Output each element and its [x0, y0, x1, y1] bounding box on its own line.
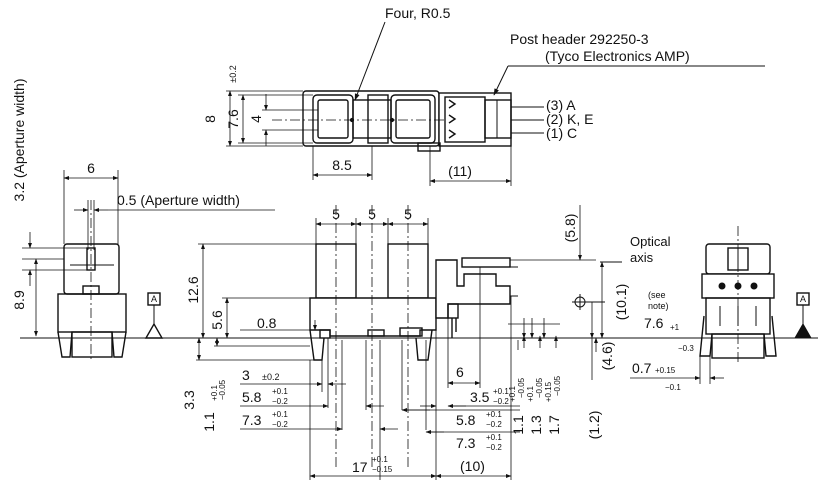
pin-2-label: (2) K, E — [546, 111, 593, 127]
top-dim-4: 4 — [248, 115, 264, 123]
front-right-dimensions: (5.8) Optical axis (10.1) (see note) 7.6… — [510, 205, 694, 439]
top-dim-8: 8 — [202, 115, 218, 123]
front-dim-0-8: 0.8 — [257, 315, 277, 331]
front-dim-7-3-right-tol-upper: +0.1 — [486, 433, 502, 442]
right-view: A 0.7 +0.15 −0.1 — [630, 226, 812, 392]
side-datum-label: A — [151, 294, 157, 304]
front-dim-7-3-left-tol-upper: +0.1 — [272, 410, 288, 419]
pin-dim-1-1-tol-upper: +0.1 — [508, 386, 517, 402]
front-dim-1-1: 1.1 — [201, 412, 217, 432]
front-dim-3-tol: ±0.2 — [262, 372, 279, 382]
front-dim-7-3-right: 7.3 — [456, 435, 476, 451]
top-view-outline — [302, 90, 544, 152]
front-dim-7-3-left: 7.3 — [242, 412, 262, 428]
front-bottom-right-dimensions: 6 3.5 +0.1 −0.2 5.8 +0.1 −0.2 7.3 +0.1 −… — [309, 267, 520, 480]
front-dim-5-6: 5.6 — [209, 310, 225, 330]
fillet-note: Four, R0.5 — [385, 5, 451, 21]
right-dim-0-7-tol-upper: +0.15 — [655, 366, 676, 375]
top-dim-7-6: 7.6 — [225, 109, 241, 129]
pin-dim-1-3-tol-lower: −0.05 — [535, 377, 544, 398]
front-dim-3: 3 — [242, 367, 250, 383]
pin-dim-1-7: 1.7 — [546, 415, 562, 435]
front-dim-7-3-left-tol-lower: −0.2 — [272, 420, 288, 429]
header-note-line1: Post header 292250-3 — [510, 31, 649, 47]
front-view-outline — [309, 243, 518, 361]
front-dim-10-1: (10.1) — [613, 284, 629, 321]
front-dim-5-8-right: 5.8 — [456, 412, 476, 428]
pin-dim-1-3-tol-upper: +0.1 — [526, 386, 535, 402]
top-tol-0-2: ±0.2 — [228, 65, 238, 82]
front-dim-7-6-tol-upper: +1 — [670, 323, 680, 332]
front-dim-7-3-right-tol-lower: −0.2 — [486, 443, 502, 452]
front-dim-3-5-tol-lower: −0.2 — [493, 397, 509, 406]
front-dim-3-3: 3.3 — [181, 390, 197, 410]
top-dim-11: (11) — [448, 163, 472, 179]
front-dim-5-b: 5 — [368, 206, 376, 222]
pin-dim-1-1: 1.1 — [510, 415, 526, 435]
top-view: 8 7.6 4 ±0.2 8.5 (11) Four, R0.5 Post he… — [202, 5, 765, 186]
front-view: 5 5 5 12.6 5.6 0.8 3.3 1.1 +0.1 −0.05 — [181, 205, 694, 480]
front-dim-17-tol-upper: +0.1 — [372, 455, 388, 464]
front-dim-6-right: 6 — [456, 364, 464, 380]
optical-axis-label-1: Optical — [630, 234, 671, 249]
front-dim-17-tol-lower: −0.15 — [372, 465, 393, 474]
front-dim-3-5: 3.5 — [470, 389, 490, 405]
side-view: 6 0.5 (Aperture width) 3.2 (Aperture wid… — [11, 79, 275, 360]
side-dim-8-9: 8.9 — [11, 290, 27, 310]
top-callouts: Four, R0.5 Post header 292250-3 (Tyco El… — [354, 5, 765, 141]
right-datum-label: A — [800, 294, 806, 304]
pin-dim-1-1-tol-lower: −0.05 — [517, 377, 526, 398]
front-dim-4-6: (4.6) — [599, 342, 615, 371]
front-dim-5-8-right-tol-upper: +0.1 — [486, 410, 502, 419]
front-dim-7-6: 7.6 — [644, 315, 664, 331]
front-pin-dimensions: 1.1 +0.1 −0.05 1.3 +0.1 −0.05 1.7 +0.15 … — [508, 318, 562, 435]
front-dim-17: 17 — [352, 459, 368, 475]
pin-dim-1-7-tol-lower: −0.05 — [553, 375, 562, 396]
optical-axis-label-2: axis — [630, 250, 654, 265]
front-dim-5-8-right-tol-lower: −0.2 — [486, 420, 502, 429]
front-dim-5-8-left-tol-upper: +0.1 — [272, 387, 288, 396]
front-dim-5-8-left: 5.8 — [242, 389, 262, 405]
front-dim-5-8-left-tol-lower: −0.2 — [272, 397, 288, 406]
top-dim-8-5: 8.5 — [332, 157, 352, 173]
front-dim-7-6-tol-lower: −0.3 — [678, 344, 694, 353]
see-note-2: note) — [648, 301, 669, 311]
side-aperture-0-5: 0.5 (Aperture width) — [117, 192, 240, 208]
front-bottom-left-dimensions: 3 ±0.2 5.8 +0.1 −0.2 7.3 +0.1 −0.2 — [240, 338, 398, 480]
front-dim-5-c: 5 — [404, 206, 412, 222]
front-dim-3-5-tol-upper: +0.1 — [493, 387, 509, 396]
front-top-dimensions: 5 5 5 — [315, 206, 429, 244]
top-dimensions: 8 7.6 4 ±0.2 8.5 (11) — [202, 65, 512, 186]
right-dim-0-7-tol-lower: −0.1 — [665, 383, 681, 392]
front-dim-1-2: (1.2) — [586, 411, 602, 440]
see-note-1: (see — [648, 290, 666, 300]
front-dim-10: (10) — [460, 458, 485, 474]
pin-1-label: (1) C — [546, 125, 577, 141]
header-note-line2: (Tyco Electronics AMP) — [545, 48, 690, 64]
right-dim-0-7: 0.7 — [632, 360, 652, 376]
front-dim-1-1-tol-lower: −0.05 — [218, 379, 227, 400]
front-dim-12-6: 12.6 — [185, 276, 201, 303]
front-left-dimensions: 12.6 5.6 0.8 3.3 1.1 +0.1 −0.05 — [181, 243, 317, 432]
pin-3-label: (3) A — [546, 97, 576, 113]
pin-dim-1-7-tol-upper: +0.15 — [544, 381, 553, 402]
side-dim-6: 6 — [87, 160, 95, 176]
front-dim-5-8-paren: (5.8) — [562, 214, 578, 243]
side-aperture-3-2: 3.2 (Aperture width) — [11, 79, 27, 202]
side-view-outline — [57, 243, 127, 358]
front-dim-1-1-tol-upper: +0.1 — [210, 385, 219, 401]
front-dim-5-a: 5 — [332, 206, 340, 222]
pin-dim-1-3: 1.3 — [528, 415, 544, 435]
